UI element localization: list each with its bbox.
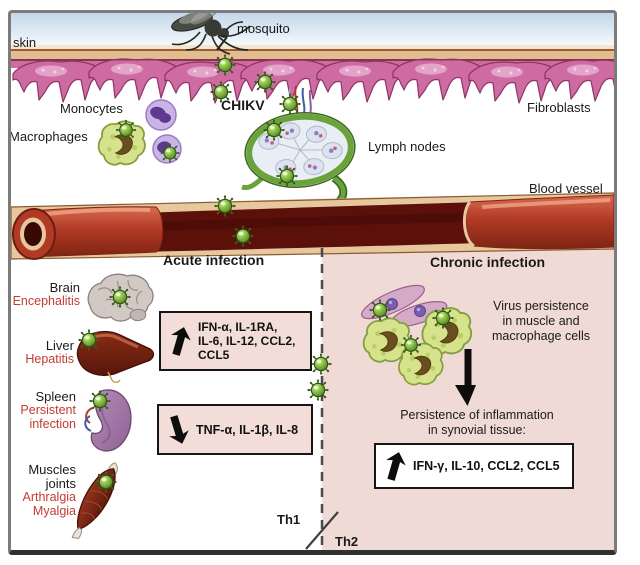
liver-illustration xyxy=(76,330,155,383)
monocytes-label: Monocytes xyxy=(60,101,123,116)
fibroblasts-label: Fibroblasts xyxy=(527,100,591,115)
organ-condition: Hepatitis xyxy=(25,352,74,366)
chronic-increase-cytokines-box: IFN-γ, IL-10, CCL2, CCL5 xyxy=(374,443,574,489)
cytokine-list: IFN-α, IL-1RA, IL-6, IL-12, CCL2, CCL5 xyxy=(198,320,296,362)
organ-name: Spleen xyxy=(35,389,76,404)
inflammation-persistence-text: Persistence of inflammation in synovial … xyxy=(400,408,554,437)
blood-vessel-illustration xyxy=(11,192,614,260)
organ-condition: Encephalitis xyxy=(12,294,80,308)
organ-name: Brain xyxy=(49,280,80,295)
decrease-arrow-icon xyxy=(169,414,189,444)
lymph-node-illustration xyxy=(241,85,356,211)
virus-persistence-text: Virus persistence in muscle and macropha… xyxy=(492,299,590,343)
mosquito-icon xyxy=(171,13,251,55)
organ-label-liver: Liver Hepatitis xyxy=(0,339,74,367)
spleen-illustration xyxy=(84,389,132,452)
down-arrow-icon xyxy=(455,349,476,406)
th1-label: Th1 xyxy=(277,512,301,527)
macrophages-label: Macrophages xyxy=(9,129,88,144)
skin-label: skin xyxy=(13,35,37,50)
cytokine-list: TNF-α, IL-1β, IL-8 xyxy=(196,422,299,437)
organ-condition: Arthralgia Myalgia xyxy=(22,490,77,518)
th2-label: Th2 xyxy=(335,534,359,549)
chronic-infection-title: Chronic infection xyxy=(430,254,546,270)
organ-condition: Persistent infection xyxy=(20,403,76,431)
organ-label-spleen: Spleen Persistent infection xyxy=(4,390,76,431)
blood-vessel-label: Blood vessel xyxy=(529,181,603,196)
organ-name: Liver xyxy=(45,338,74,353)
th1-th2-slash xyxy=(305,511,339,550)
skin-surface xyxy=(11,45,614,62)
organ-name: Muscles joints xyxy=(28,462,76,491)
acute-infection-title: Acute infection xyxy=(163,252,265,268)
fibroblast-layer xyxy=(11,58,614,104)
lymph-nodes-label: Lymph nodes xyxy=(368,139,446,154)
increase-arrow-icon xyxy=(386,452,406,481)
cytokine-list: IFN-γ, IL-10, CCL2, CCL5 xyxy=(413,459,560,473)
acute-decrease-cytokines-box: TNF-α, IL-1β, IL-8 xyxy=(157,404,313,455)
sky-background xyxy=(11,13,614,45)
organ-label-brain: Brain Encephalitis xyxy=(0,281,80,309)
increase-arrow-icon xyxy=(171,327,191,356)
chikv-label: CHIKV xyxy=(221,97,265,113)
acute-increase-cytokines-box: IFN-α, IL-1RA, IL-6, IL-12, CCL2, CCL5 xyxy=(159,311,312,371)
organ-label-muscles: Muscles joints Arthralgia Myalgia xyxy=(8,462,77,518)
mosquito-label: mosquito xyxy=(237,21,290,36)
